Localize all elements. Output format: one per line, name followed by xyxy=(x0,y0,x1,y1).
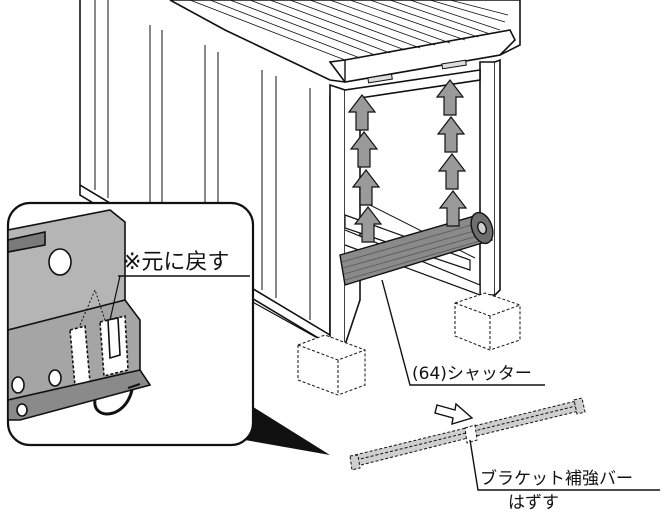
bracket-label-line1: ブラケット補強バー xyxy=(480,468,633,489)
right-arrow-icon xyxy=(434,402,474,425)
shutter-label: (64)シャッター xyxy=(412,364,532,384)
restore-note-label: ※元に戻す xyxy=(123,250,229,275)
roof xyxy=(169,0,521,84)
up-arrow-icon xyxy=(347,79,468,243)
bracket-reinforcement-bar xyxy=(349,397,586,471)
detail-callout xyxy=(6,201,330,455)
bracket-label-line2: はずす xyxy=(508,493,559,513)
foundation-blocks xyxy=(297,292,521,396)
shutter-roll xyxy=(339,211,494,286)
shutter-leader xyxy=(381,279,545,386)
bracket-leader xyxy=(469,439,660,491)
